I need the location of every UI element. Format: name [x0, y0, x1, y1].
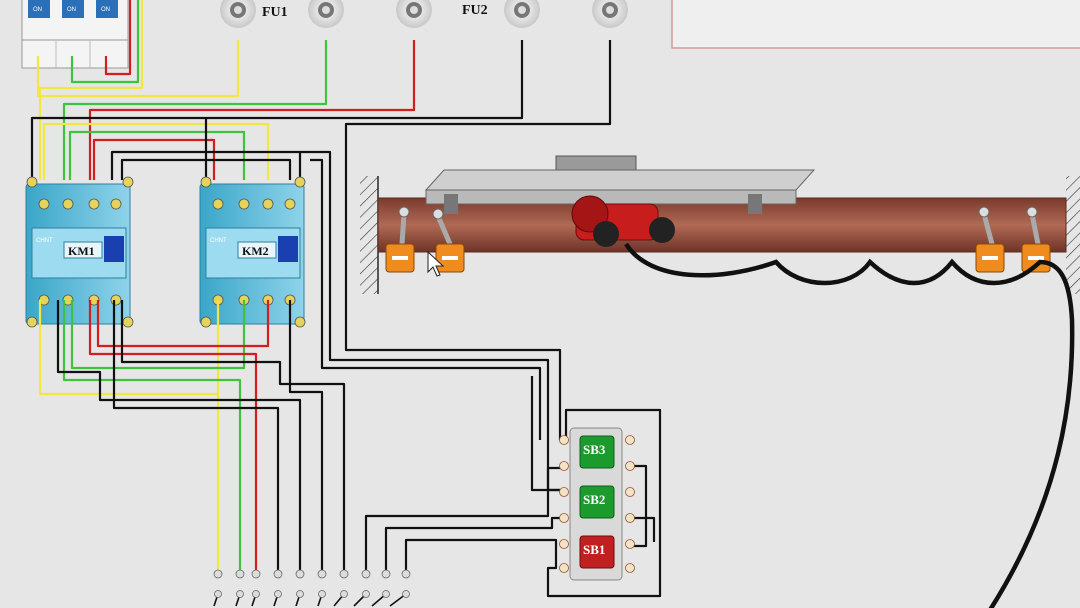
wire-red-breaker — [104, 0, 132, 76]
guide-beam — [377, 197, 1067, 253]
wire-yellow-breaker — [36, 40, 240, 98]
left-wall — [360, 176, 378, 294]
sb3-label: SB3 — [583, 442, 606, 457]
wire-black-sb-loop — [630, 464, 648, 548]
wire-black-down-2 — [56, 300, 302, 570]
wire-black-down-4 — [120, 300, 346, 570]
km1-indicator — [104, 236, 124, 262]
button-sb2[interactable]: SB2 — [579, 485, 615, 519]
button-terminals — [559, 435, 635, 573]
km2-top-terminals — [200, 176, 306, 210]
km2-label: KM2 — [242, 244, 269, 258]
right-wall — [1066, 176, 1080, 294]
crane-assembly — [360, 155, 1080, 608]
wire-black-sb-1 — [364, 466, 560, 570]
wire-black-sb-2 — [384, 516, 560, 570]
km2-indicator — [278, 236, 298, 262]
mouse-cursor-icon — [427, 250, 445, 277]
contactor-km1[interactable]: KM1 CHNT — [25, 176, 134, 328]
contactor-km2[interactable]: KM2 CHNT — [199, 176, 306, 328]
wire-green-down-2 — [70, 300, 246, 370]
terminal-strip — [213, 569, 411, 607]
breaker-switch-3[interactable] — [96, 0, 118, 18]
fuse-row: FU1 FU2 — [220, 0, 628, 28]
button-sb3[interactable]: SB3 — [579, 435, 615, 469]
sb1-label: SB1 — [583, 542, 605, 557]
wire-red-down-2 — [96, 300, 270, 348]
wire-black-sb-3 — [404, 408, 662, 598]
button-sb1[interactable]: SB1 — [579, 535, 615, 569]
wire-black-fu5 — [344, 40, 612, 440]
button-station: SB3 SB2 SB1 — [559, 427, 635, 581]
km1-brand: CHNT — [36, 238, 53, 244]
breaker-switch-2[interactable] — [62, 0, 84, 18]
wire-green-breaker — [70, 0, 140, 84]
wire-black-down-3 — [288, 300, 324, 570]
wire-yellow-down — [38, 300, 220, 570]
fuse-5[interactable] — [592, 0, 628, 28]
limit-switch-4[interactable] — [1021, 206, 1051, 273]
km1-label: KM1 — [68, 244, 95, 258]
fuse-3[interactable] — [396, 0, 432, 28]
wires-top — [30, 0, 612, 492]
wire-red-fu — [88, 40, 416, 180]
wire-green-down — [62, 300, 242, 570]
trolley[interactable] — [424, 155, 816, 214]
wire-black-down-1 — [112, 300, 280, 570]
wire-red-down — [88, 300, 258, 570]
limit-switch-1[interactable] — [385, 206, 415, 273]
note-panel — [671, 0, 1080, 49]
wire-black-right-2 — [310, 158, 542, 440]
breaker-switch-label-3: ON — [101, 7, 110, 13]
wires-bottom — [38, 300, 662, 598]
wire-black-sb-loop-2 — [630, 516, 656, 542]
breaker-switch-1[interactable] — [28, 0, 50, 18]
wire-green-fu — [62, 40, 328, 180]
motor — [571, 195, 675, 247]
fu2-label: FU2 — [462, 3, 488, 18]
sb2-label: SB2 — [583, 492, 605, 507]
wire-yellow-breaker-2 — [38, 0, 144, 180]
km1-top-terminals — [26, 176, 134, 210]
fu1-label: FU1 — [262, 5, 288, 20]
breaker-switch-label-2: ON — [67, 7, 76, 13]
km2-bottom-terminals — [200, 294, 306, 328]
wire-green-cross — [68, 130, 246, 180]
km2-brand: CHNT — [210, 238, 227, 244]
wire-black-fu4 — [30, 40, 524, 180]
breaker-switch-label-1: ON — [33, 7, 42, 13]
fuse-1[interactable] — [220, 0, 256, 28]
fuse-2[interactable] — [308, 0, 344, 28]
wire-black-sb-4 — [530, 376, 560, 492]
festoon-cable — [624, 242, 1075, 608]
limit-switch-2[interactable] — [432, 208, 465, 273]
circuit-breaker: ON ON ON — [21, 0, 129, 69]
fuse-4[interactable] — [504, 0, 540, 28]
limit-switch-3[interactable] — [975, 206, 1005, 273]
